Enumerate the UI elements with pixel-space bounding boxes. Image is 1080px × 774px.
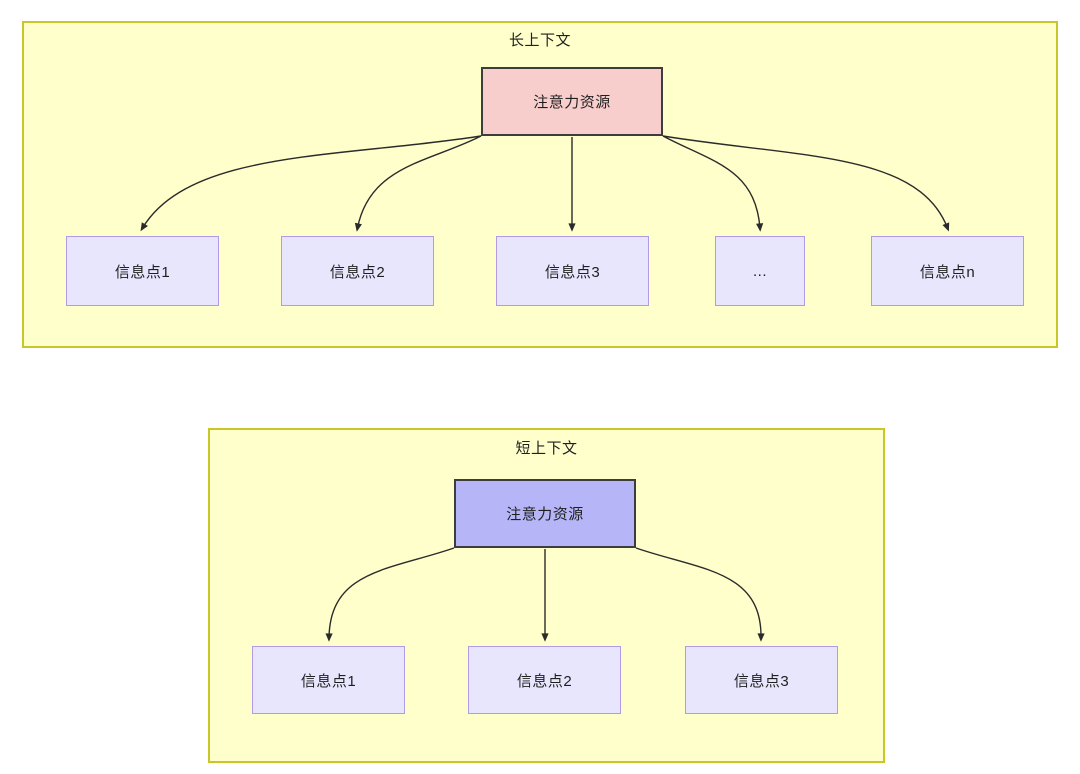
short-context-info-node-2[interactable]: 信息点2 xyxy=(468,646,621,714)
short-context-info-node-3[interactable]: 信息点3 xyxy=(685,646,838,714)
short-context-title: 短上下文 xyxy=(515,440,578,457)
short-context-attention-node[interactable]: 注意力资源 xyxy=(454,479,636,548)
long-context-info-node-ellipsis[interactable]: ... xyxy=(715,236,805,306)
long-context-info-node-1[interactable]: 信息点1 xyxy=(66,236,219,306)
long-context-info-node-n[interactable]: 信息点n xyxy=(871,236,1024,306)
long-context-title: 长上下文 xyxy=(508,32,571,49)
long-context-info-node-2[interactable]: 信息点2 xyxy=(281,236,434,306)
short-context-info-node-1[interactable]: 信息点1 xyxy=(252,646,405,714)
long-context-attention-node[interactable]: 注意力资源 xyxy=(481,67,663,136)
long-context-info-node-3[interactable]: 信息点3 xyxy=(496,236,649,306)
